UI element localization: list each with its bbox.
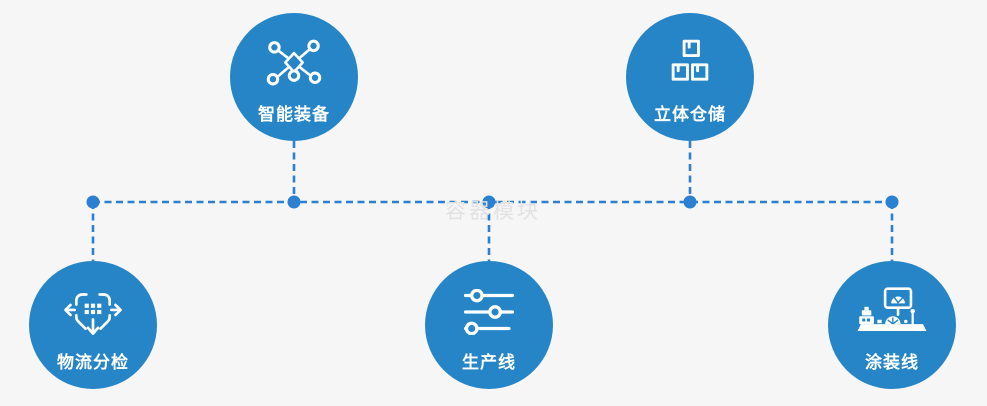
sliders-icon <box>463 283 515 341</box>
junction-dot <box>683 195 697 209</box>
stacked-boxes-icon <box>663 35 717 93</box>
watermark-text: 容器模块 <box>445 200 541 223</box>
node-intelligent-equipment: 智能装备 <box>230 13 358 141</box>
node-label: 立体仓储 <box>654 105 726 124</box>
machine-console-icon <box>854 283 930 341</box>
junction-dot <box>287 195 301 209</box>
node-logistics-sorting: 物流分检 <box>29 261 157 389</box>
node-label: 涂装线 <box>865 353 919 372</box>
node-label: 物流分检 <box>57 353 129 372</box>
node-label: 智能装备 <box>258 105 330 124</box>
node-label: 生产线 <box>462 353 516 372</box>
network-nodes-icon <box>265 35 323 93</box>
sorting-arrows-icon <box>63 283 123 341</box>
node-stereoscopic-warehouse: 立体仓储 <box>626 13 754 141</box>
junction-dot <box>482 195 496 209</box>
node-painting-line: 涂装线 <box>828 261 956 389</box>
node-production-line: 生产线 <box>425 261 553 389</box>
junction-dot <box>86 195 100 209</box>
junction-dot <box>885 195 899 209</box>
